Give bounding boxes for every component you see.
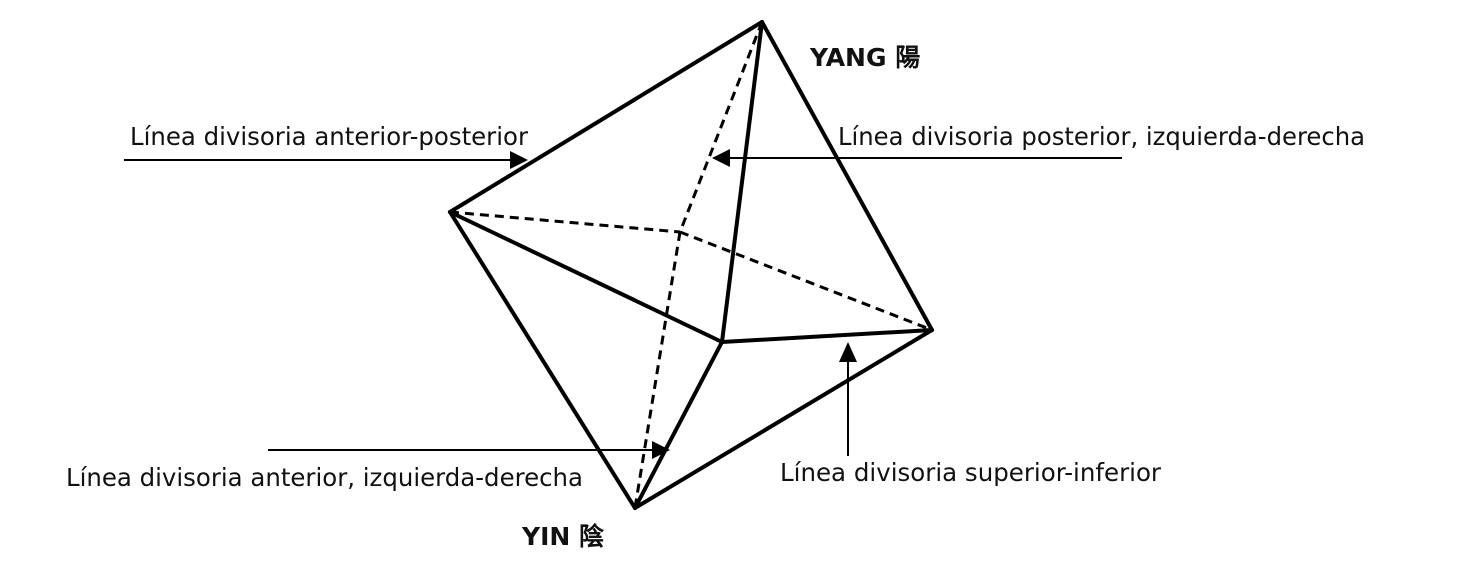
hidden-edge-back-yin [633, 231, 682, 509]
edge-yang-front [720, 20, 764, 344]
edge-front-right [720, 328, 934, 344]
hidden-edge-left-back [449, 210, 681, 234]
label-anterior-left-right: Línea divisoria anterior, izquierda-dere… [66, 463, 583, 492]
edge-left-front [448, 210, 724, 344]
leader-anterior-posterior [124, 151, 528, 169]
edge-left-yin [448, 210, 637, 510]
visible-edges [448, 20, 934, 510]
yin-label: YIN 陰 [521, 522, 605, 551]
label-anterior-posterior: Línea divisoria anterior-posterior [130, 122, 529, 151]
arrowhead-icon [652, 441, 670, 459]
yang-label: YANG 陽 [809, 43, 920, 72]
arrowhead-icon [510, 151, 528, 169]
arrowhead-icon [839, 342, 857, 362]
arrowhead-icon [712, 149, 730, 167]
leader-posterior-left-right [712, 149, 1122, 167]
edge-yang-left [448, 20, 764, 214]
hidden-edge-back-right [679, 230, 933, 332]
label-superior-inferior: Línea divisoria superior-inferior [780, 458, 1162, 487]
leader-superior-inferior [839, 342, 857, 456]
edge-right-yin [633, 328, 934, 510]
label-posterior-left-right: Línea divisoria posterior, izquierda-der… [838, 122, 1365, 151]
leader-anterior-left-right [268, 441, 670, 459]
edge-front-yin [633, 340, 724, 510]
hidden-edge-yang-back [678, 21, 764, 233]
hidden-edges [449, 21, 933, 509]
edge-yang-right [760, 20, 934, 332]
